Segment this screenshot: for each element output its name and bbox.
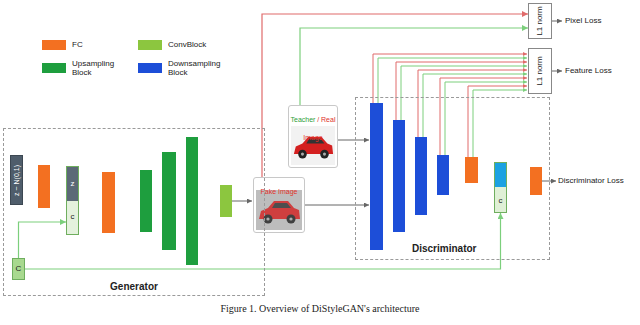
upsampling-block xyxy=(186,137,198,265)
node-text: Generator xyxy=(110,281,158,292)
node-text: L1 norm xyxy=(536,6,544,35)
feature-line xyxy=(423,74,527,137)
legend-row: ConvBlock xyxy=(138,35,206,55)
loss-label: Discriminator Loss xyxy=(558,175,624,186)
l1-norm-box: L1 norm xyxy=(528,48,552,94)
legend-text: FC xyxy=(72,40,83,49)
flow-arrow xyxy=(338,140,369,141)
fake-image-picture xyxy=(256,190,302,230)
node-text: z xyxy=(71,180,75,188)
legend-text: Upsampling Block xyxy=(72,59,130,77)
latent-vector: zc xyxy=(66,166,79,235)
image-box: Fake Image xyxy=(253,177,305,233)
car-picture xyxy=(259,201,300,224)
flow-arrow xyxy=(232,201,252,202)
legend-swatch xyxy=(42,63,66,73)
generator-blocks xyxy=(38,137,232,265)
downsampling-block xyxy=(370,103,383,250)
downsampling-block xyxy=(437,155,449,195)
output-arrow xyxy=(542,181,556,182)
class-vector: c xyxy=(494,162,507,213)
flow-arrow xyxy=(305,205,369,206)
fc-block xyxy=(38,165,50,208)
noise-vector: z ~ N(0,1) xyxy=(10,155,23,205)
feature-line xyxy=(396,62,527,120)
connector xyxy=(262,14,528,177)
legend-row: FC xyxy=(42,35,83,55)
legend-text: ConvBlock xyxy=(168,40,206,49)
image-pictures xyxy=(256,126,335,230)
fc-block xyxy=(465,157,478,183)
connector xyxy=(300,28,528,105)
node-text: Discriminator xyxy=(412,243,476,254)
upsampling-block xyxy=(140,170,152,232)
output-arrow xyxy=(552,21,562,22)
upsampling-block xyxy=(162,152,176,250)
legend-swatch xyxy=(42,40,66,50)
feature-line xyxy=(473,90,527,157)
node-text: Teacher xyxy=(291,116,316,123)
l1-norm-box: L1 norm xyxy=(528,3,552,39)
output-arrow xyxy=(552,71,562,72)
connector xyxy=(25,213,501,269)
image-box: Teacher/ Real Image xyxy=(288,105,338,168)
discriminator-blocks xyxy=(370,103,542,250)
connector xyxy=(19,222,67,258)
real-image-picture xyxy=(291,126,335,165)
downsampling-block xyxy=(393,120,405,232)
node-text: c xyxy=(499,197,503,205)
loss-label: Pixel Loss xyxy=(565,15,601,26)
fc-block xyxy=(102,172,115,233)
legend-text: Downsampling Block xyxy=(168,59,226,77)
legend-swatch xyxy=(138,40,162,50)
node-text: C xyxy=(16,265,22,273)
legend-row: Upsampling Block xyxy=(42,58,130,78)
discriminator-region: Discriminator c xyxy=(355,97,550,260)
downsampling-block xyxy=(415,137,427,215)
conv-block xyxy=(220,185,232,217)
node-text: c xyxy=(71,213,75,221)
legend-row: Downsampling Block xyxy=(138,58,226,78)
legend-swatch xyxy=(138,63,162,73)
feature-lines xyxy=(373,54,527,157)
node-text: Fake Image xyxy=(261,188,298,195)
figure-caption: Figure 1. Overview of DiStyleGAN's archi… xyxy=(0,303,640,314)
class-input: C xyxy=(12,258,25,280)
loss-label: Feature Loss xyxy=(565,65,612,76)
feature-line xyxy=(445,82,527,155)
node-text: z ~ N(0,1) xyxy=(13,165,20,196)
node-text: L1 norm xyxy=(536,56,544,85)
generator-region: Generatorz ~ N(0,1)zcC xyxy=(3,128,265,296)
fc-block xyxy=(530,167,542,195)
